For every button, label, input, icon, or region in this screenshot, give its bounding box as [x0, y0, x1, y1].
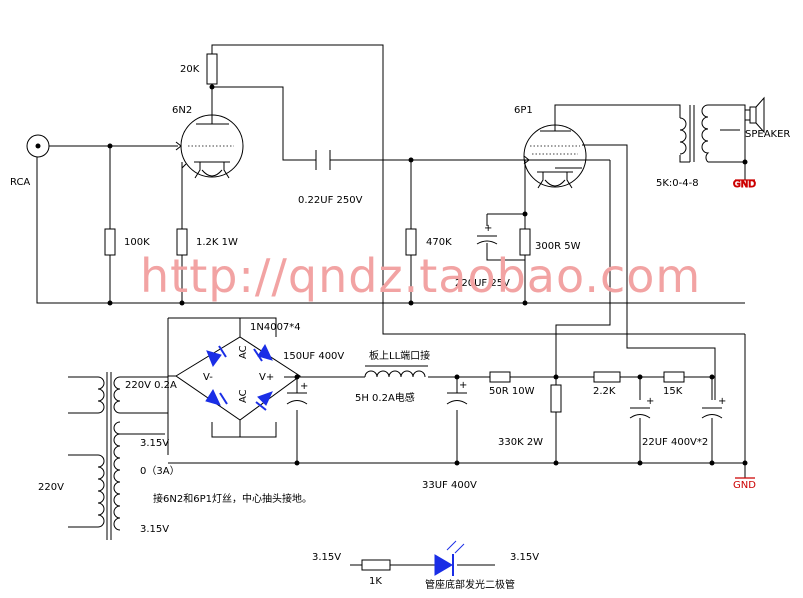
bridge-ac-bottom: AC [238, 389, 249, 403]
cap-33-label: 33UF 400V [422, 480, 477, 491]
transformer-out-label: 5K:0-4-8 [656, 178, 699, 189]
r-330k-label: 330K 2W [498, 437, 543, 448]
choke-label: 5H 0.2A电感 [355, 391, 415, 404]
watermark: http://qndz.taobao.com [140, 249, 701, 303]
gnd-bottom-label: GND [733, 480, 756, 491]
tube1-label: 6N2 [172, 105, 192, 116]
rectifier-label: 1N4007*4 [250, 322, 301, 333]
cap-22b-plus: + [718, 396, 726, 407]
tube2-label: 6P1 [514, 105, 533, 116]
r-plate-label: 20K [180, 64, 200, 75]
led-icon [434, 554, 453, 576]
power-transformer-icon [68, 372, 168, 540]
tube-6p1-icon [523, 124, 587, 189]
rca-label: RCA [10, 177, 30, 188]
wiring [36, 44, 750, 478]
heater-note: 接6N2和6P1灯丝，中心抽头接地。 [153, 492, 312, 505]
r-cathode1-label: 1.2K 1W [196, 237, 238, 248]
led-v-left: 3.15V [312, 552, 341, 563]
bridge-ac-top: AC [238, 345, 249, 359]
speaker-label: SPEAKER [745, 129, 790, 140]
resistor-300r-icon [519, 228, 531, 256]
resistor-20k-icon [206, 53, 218, 85]
bridge-vminus: V- [203, 372, 213, 383]
resistor-50r-icon [489, 371, 511, 383]
heater-ct-label: 0（3A） [140, 465, 180, 477]
filter-cap-150-icon [286, 392, 308, 405]
heater-top-label: 3.15V [140, 438, 169, 449]
cap-22a-plus: + [646, 396, 654, 407]
cathode-cap-plus: + [484, 223, 492, 234]
filter-cap-22a-icon [629, 407, 651, 419]
bridge-vplus: V+ [259, 372, 274, 383]
output-transformer-icon [679, 104, 720, 163]
tx-primary-label: 220V 0.2A [125, 380, 177, 391]
cap-33-plus: + [459, 380, 467, 391]
choke-inductor-icon [364, 365, 428, 378]
r-grid-label: 100K [124, 237, 150, 248]
resistor-100k-icon [104, 228, 116, 256]
choke-note: 板上LL端口接 [369, 349, 430, 362]
junction-dots [107, 84, 748, 466]
led-r-label: 1K [369, 576, 382, 587]
tube-6n2-icon [175, 114, 244, 179]
gnd-top-label: GND [733, 179, 756, 190]
resistor-1k2-icon [176, 228, 188, 256]
resistor-15k-icon [663, 371, 685, 383]
resistor-1k-icon [361, 559, 391, 571]
led-note: 管座底部发光二极管 [425, 578, 515, 591]
r-grid2-label: 470K [426, 237, 452, 248]
r-50-label: 50R 10W [489, 386, 535, 397]
cathode-cap-label: 220UF 25V [455, 278, 510, 289]
led-circuit [350, 540, 495, 576]
heater-bottom-label: 3.15V [140, 524, 169, 535]
r-15k-label: 15K [663, 386, 683, 397]
r-22k-label: 2.2K [593, 386, 616, 397]
cathode-capacitor-icon [476, 235, 498, 245]
resistor-470k-icon [405, 228, 417, 256]
filter-cap-33-icon [446, 392, 468, 405]
filter-cap-22b-icon [701, 407, 723, 419]
cap-filter1-label: 150UF 400V [283, 351, 344, 362]
coupling-cap-label: 0.22UF 250V [298, 195, 363, 206]
resistor-330k-icon [550, 384, 562, 413]
coupling-capacitor-icon [315, 150, 331, 170]
cap-filter1-plus: + [300, 381, 308, 392]
r-cathode2-label: 300R 5W [535, 241, 581, 252]
resistor-2k2-icon [593, 371, 621, 383]
bridge-rectifier-icon [168, 318, 301, 437]
speaker-icon [749, 96, 765, 134]
led-v-right: 3.15V [510, 552, 539, 563]
cap-22-label: 22UF 400V*2 [642, 437, 708, 448]
rca-jack-icon [26, 134, 50, 158]
mains-label: 220V [38, 482, 64, 493]
